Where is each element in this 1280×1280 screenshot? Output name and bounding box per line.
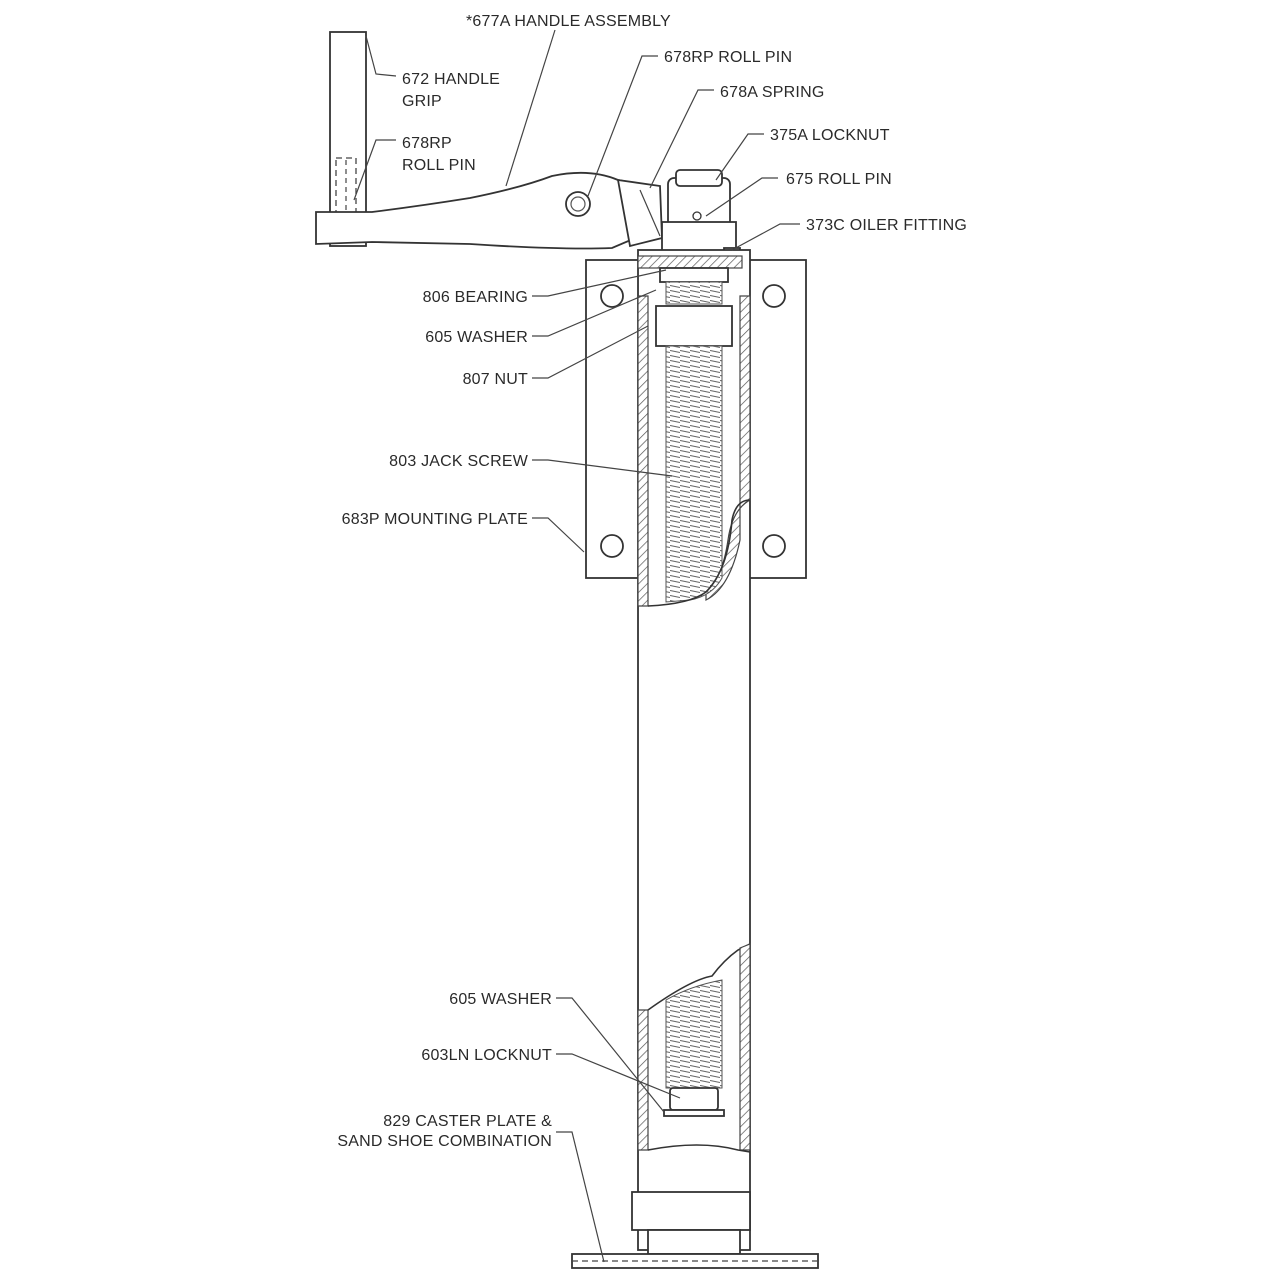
label-spring: 678A SPRING — [720, 84, 824, 101]
label-mounting-plate: 683P MOUNTING PLATE — [342, 511, 528, 528]
label-roll-pin-675: 675 ROLL PIN — [786, 171, 892, 188]
label-nut: 807 NUT — [463, 371, 528, 388]
label-washer-top: 605 WASHER — [425, 329, 528, 346]
leader-lines — [353, 29, 800, 1263]
label-handle-grip-line2: GRIP — [402, 93, 442, 110]
part-labels: *677A HANDLE ASSEMBLY 678RP ROLL PIN 672… — [337, 13, 967, 1150]
label-handle-grip-line1: 672 HANDLE — [402, 71, 500, 88]
label-locknut-top: 375A LOCKNUT — [770, 127, 890, 144]
label-caster-line1: 829 CASTER PLATE & — [383, 1113, 552, 1130]
label-bearing: 806 BEARING — [423, 289, 528, 306]
label-locknut-bottom: 603LN LOCKNUT — [421, 1047, 552, 1064]
label-handle-assembly: *677A HANDLE ASSEMBLY — [466, 13, 671, 30]
label-roll-pin-top: 678RP ROLL PIN — [664, 49, 792, 66]
label-roll-pin-left-line2: ROLL PIN — [402, 157, 476, 174]
label-oiler-fitting: 373C OILER FITTING — [806, 217, 967, 234]
jack-tube — [637, 249, 751, 1251]
label-roll-pin-left-line1: 678RP — [402, 135, 452, 152]
handle-arm — [315, 171, 663, 250]
handle-grip — [329, 31, 367, 247]
label-washer-bottom: 605 WASHER — [449, 991, 552, 1008]
caster-plate — [571, 1191, 819, 1269]
label-jack-screw: 803 JACK SCREW — [389, 453, 529, 470]
label-caster-line2: SAND SHOE COMBINATION — [337, 1133, 552, 1150]
